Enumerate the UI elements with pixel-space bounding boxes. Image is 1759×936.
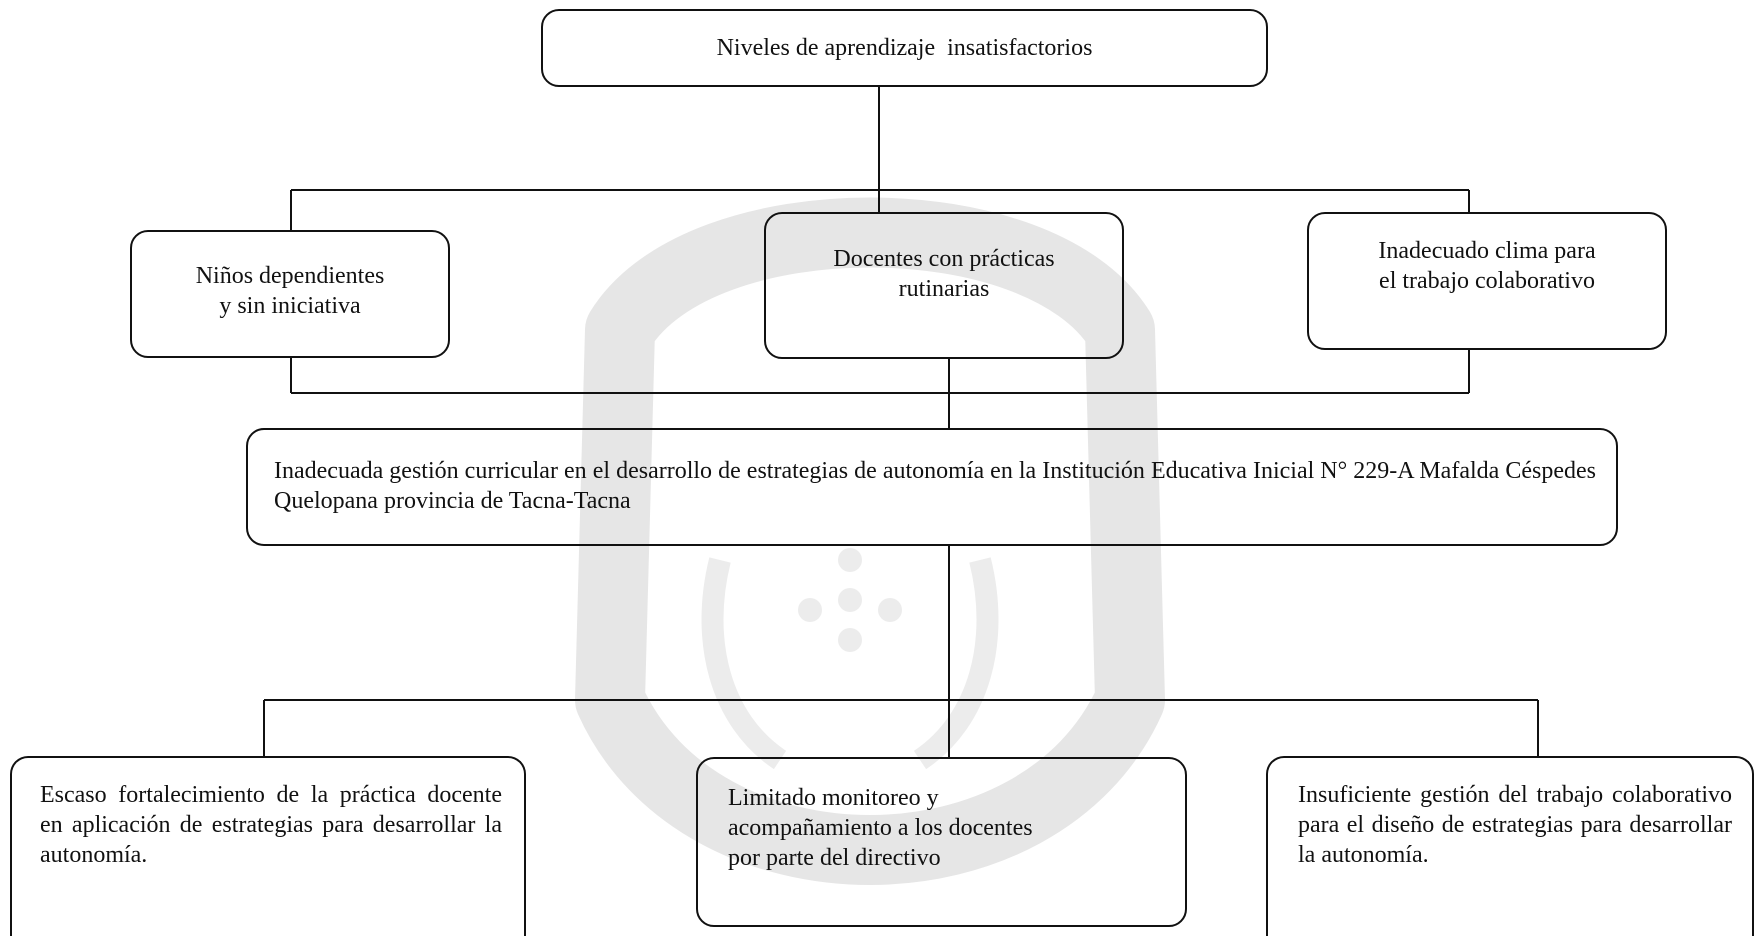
seal-dot bbox=[838, 548, 862, 572]
cause-text-monitoreo: Limitado monitoreo y acompañamiento a lo… bbox=[728, 785, 1033, 871]
effect-text-clima: Inadecuado clima para el trabajo colabor… bbox=[1378, 238, 1596, 294]
effect-text-ninos: Niños dependientes y sin iniciativa bbox=[195, 263, 385, 319]
core-problem-box: Inadecuada gestión curricular en el desa… bbox=[246, 428, 1618, 546]
cause-box-monitoreo: Limitado monitoreo y acompañamiento a lo… bbox=[696, 757, 1187, 927]
seal-wing-right bbox=[913, 557, 999, 770]
top-effect-text: Niveles de aprendizaje insatisfactorios bbox=[716, 35, 1093, 61]
core-problem-text: Inadecuada gestión curricular en el desa… bbox=[274, 458, 1596, 514]
cause-box-fortalecimiento: Escaso fortalecimiento de la práctica do… bbox=[10, 756, 526, 936]
seal-dot bbox=[798, 598, 822, 622]
cause-text-fortalecimiento: Escaso fortalecimiento de la práctica do… bbox=[40, 782, 502, 868]
cause-box-colaborativo: Insuficiente gestión del trabajo colabor… bbox=[1266, 756, 1754, 936]
seal-dot bbox=[838, 628, 862, 652]
effect-box-clima: Inadecuado clima para el trabajo colabor… bbox=[1307, 212, 1667, 350]
effect-text-docentes: Docentes con prácticas rutinarias bbox=[833, 246, 1055, 302]
effect-box-docentes: Docentes con prácticas rutinarias bbox=[764, 212, 1124, 359]
effect-box-ninos: Niños dependientes y sin iniciativa bbox=[130, 230, 450, 358]
top-effect-box: Niveles de aprendizaje insatisfactorios bbox=[541, 9, 1268, 87]
seal-wing-left bbox=[701, 557, 787, 770]
seal-dot bbox=[838, 588, 862, 612]
seal-dot bbox=[878, 598, 902, 622]
cause-text-colaborativo: Insuficiente gestión del trabajo colabor… bbox=[1298, 782, 1732, 868]
